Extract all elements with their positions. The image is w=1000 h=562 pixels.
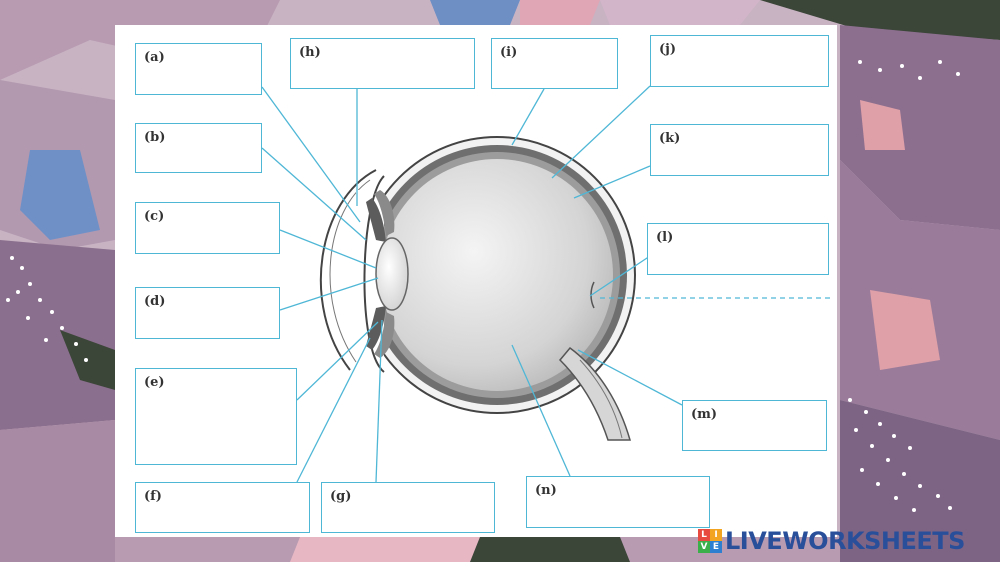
label-g: (g)	[330, 489, 352, 504]
leader-line-c	[279, 229, 377, 269]
logo-tile-e: E	[710, 541, 722, 553]
label-l: (l)	[656, 230, 674, 245]
optic-nerve	[558, 346, 631, 441]
leader-line-l	[589, 255, 651, 297]
label-n: (n)	[535, 483, 557, 498]
label-box-h[interactable]: (h)	[290, 38, 475, 89]
logo-tile-l: L	[698, 529, 710, 541]
label-box-g[interactable]: (g)	[321, 482, 495, 533]
label-d: (d)	[144, 294, 166, 309]
label-box-f[interactable]: (f)	[135, 482, 310, 533]
label-k: (k)	[659, 131, 681, 146]
label-box-k[interactable]: (k)	[650, 124, 829, 176]
leader-line-f	[296, 337, 371, 483]
iris-lower	[366, 306, 386, 350]
label-box-n[interactable]: (n)	[526, 476, 710, 528]
label-c: (c)	[144, 209, 165, 224]
logo-tile-i: I	[710, 529, 722, 541]
label-a: (a)	[144, 50, 165, 65]
label-box-a[interactable]: (a)	[135, 43, 262, 95]
label-box-c[interactable]: (c)	[135, 202, 280, 254]
label-j: (j)	[659, 42, 677, 57]
label-m: (m)	[691, 407, 718, 422]
logo-tile-v: V	[698, 541, 710, 553]
label-b: (b)	[144, 130, 166, 145]
leader-line-j	[551, 85, 651, 179]
leader-line-e	[296, 321, 379, 401]
label-box-m[interactable]: (m)	[682, 400, 827, 451]
leader-line-b	[261, 147, 367, 241]
label-box-j[interactable]: (j)	[650, 35, 829, 87]
leader-line-i	[511, 88, 545, 146]
vitreous-humor	[381, 159, 613, 391]
lens	[375, 237, 409, 311]
leader-line-k	[573, 165, 651, 199]
liveworksheets-logo: L I V E LIVEWORKSHEETS	[698, 526, 965, 556]
leader-line-g	[375, 319, 383, 483]
ciliary-upper	[374, 190, 395, 236]
label-h: (h)	[299, 45, 321, 60]
leader-line-a	[261, 86, 361, 223]
label-box-e[interactable]: (e)	[135, 368, 297, 465]
leader-line-m	[577, 349, 683, 406]
leader-line-n	[511, 344, 571, 477]
label-box-l[interactable]: (l)	[647, 223, 829, 275]
liveworksheets-icon: L I V E	[698, 529, 722, 553]
label-i: (i)	[500, 45, 518, 60]
brand-name: LIVEWORKSHEETS	[725, 527, 965, 555]
label-box-i[interactable]: (i)	[491, 38, 618, 89]
iris-upper	[366, 198, 386, 242]
ciliary-lower	[374, 312, 395, 358]
label-box-d[interactable]: (d)	[135, 287, 280, 339]
label-box-b[interactable]: (b)	[135, 123, 262, 173]
label-f: (f)	[144, 489, 162, 504]
leader-line-d	[279, 277, 379, 311]
label-e: (e)	[144, 375, 165, 390]
